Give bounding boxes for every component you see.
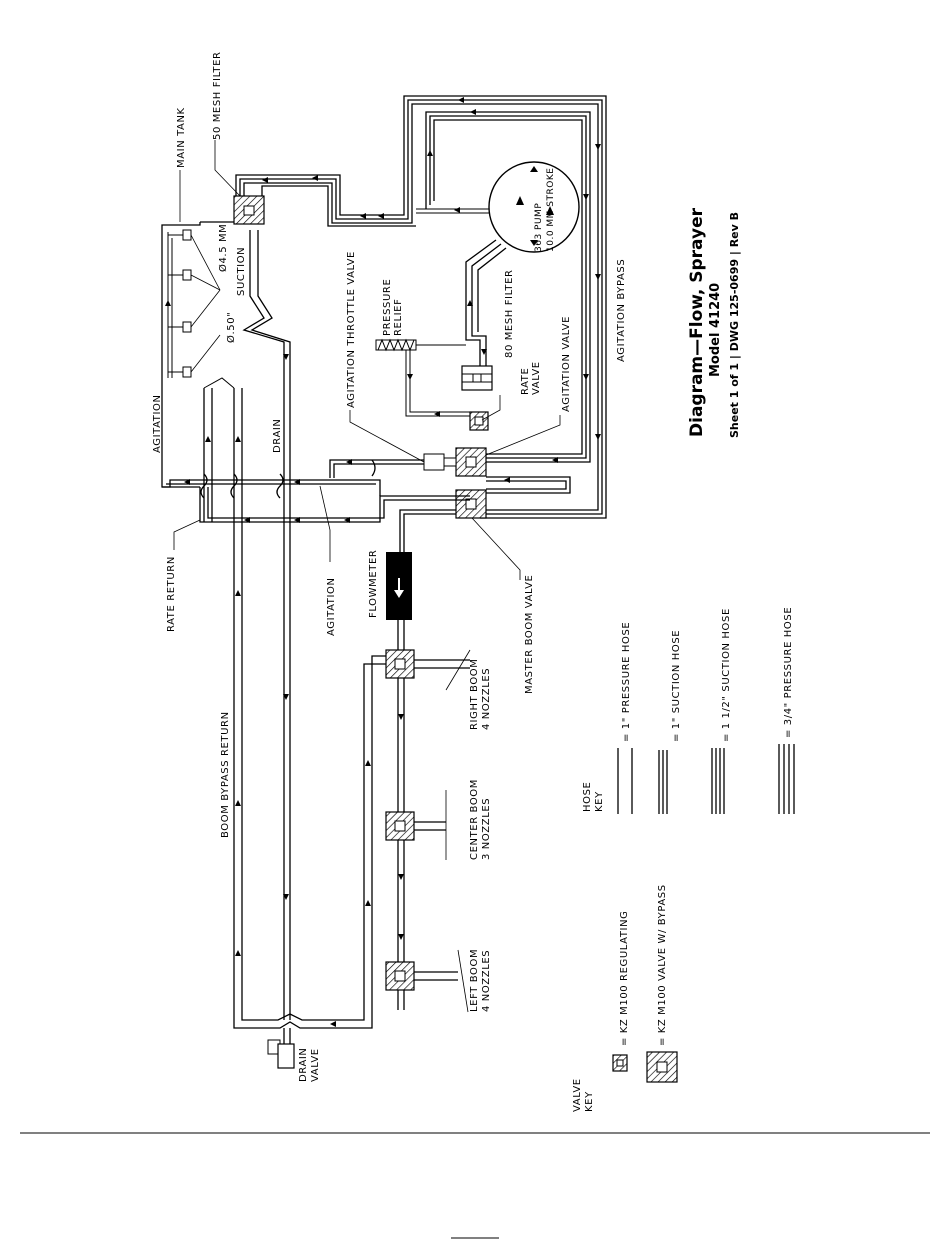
label-drain: DRAIN xyxy=(272,418,283,453)
label-agitation-bypass: AGITATION BYPASS xyxy=(616,259,627,362)
diagram-title: Diagram—Flow, Sprayer xyxy=(687,207,707,437)
valve-symbol-with-bypass xyxy=(646,1051,678,1083)
label-left-boom-1: LEFT BOOM xyxy=(469,949,480,1012)
label-pressure-relief-2: RELIEF xyxy=(393,299,404,336)
label-right-boom-1: RIGHT BOOM xyxy=(469,658,480,730)
valve-key-heading-2: KEY xyxy=(584,1091,595,1112)
center-boom-valve xyxy=(385,790,447,860)
rate-return-line xyxy=(162,479,470,523)
label-flowmeter: FLOWMETER xyxy=(368,550,379,618)
label-suction: SUCTION xyxy=(236,247,247,296)
right-boom-valve xyxy=(385,649,471,691)
pressure-relief-valve xyxy=(375,338,470,417)
label-right-boom-2: 4 NOZZLES xyxy=(481,668,492,730)
diagram-labels: MAIN TANK 50 MESH FILTER Ø4.5 MM SUCTION… xyxy=(152,51,627,1082)
agitation-return-line xyxy=(329,459,424,478)
pump-label-line1: 363 PUMP xyxy=(534,203,544,252)
valve-key-item-2: = KZ M100 VALVE W/ BYPASS xyxy=(657,884,668,1046)
pressure-line-pump xyxy=(465,239,507,368)
flow-arrows xyxy=(165,97,601,1027)
label-rate-valve-1: RATE xyxy=(520,368,531,395)
hose-swatch-1-5in-suction xyxy=(711,748,725,814)
agitation-throttle-valve xyxy=(423,453,457,471)
label-agitation-tank: AGITATION xyxy=(152,394,163,453)
label-agitation-return: AGITATION xyxy=(326,577,337,636)
left-boom-valve xyxy=(385,949,469,1013)
hose-key-heading-2: KEY xyxy=(594,791,605,812)
hose-key-item-4: = 3/4" PRESSURE HOSE xyxy=(783,607,794,738)
leader-lines xyxy=(173,140,561,580)
model-number: Model 41240 xyxy=(708,283,723,377)
tank-nozzles xyxy=(167,229,221,378)
rate-valve xyxy=(469,411,489,431)
valve-key-heading-1: VALVE xyxy=(572,1078,583,1112)
label-boom-bypass-return: BOOM BYPASS RETURN xyxy=(220,711,231,838)
valve-key-item-1: = KZ M100 REGULATING xyxy=(619,910,630,1046)
sheet-info: Sheet 1 of 1 | DWG 125-0699 | Rev B xyxy=(728,212,741,438)
hose-key: HOSE KEY = 1" PRESSURE HOSE = 1" SUCTION… xyxy=(582,607,795,814)
label-center-boom-1: CENTER BOOM xyxy=(469,779,480,860)
label-pressure-relief-1: PRESSURE xyxy=(382,279,393,336)
suction-line xyxy=(235,95,607,519)
label-rate-return: RATE RETURN xyxy=(166,556,177,632)
master-boom-valve xyxy=(455,489,487,519)
agitation-valve xyxy=(455,447,487,477)
label-drain-valve-1: DRAIN xyxy=(298,1047,309,1082)
label-agitation-valve: AGITATION VALVE xyxy=(561,316,572,412)
filter-80-mesh xyxy=(461,365,493,391)
hose-key-item-3: = 1 1/2" SUCTION HOSE xyxy=(721,608,732,742)
flowmeter xyxy=(386,509,456,1010)
pump-label-line2: 10.0 MM STROKE xyxy=(546,168,556,252)
hose-swatch-3-4in-pressure xyxy=(778,744,795,814)
label-50-mesh-filter: 50 MESH FILTER xyxy=(212,51,223,140)
label-master-boom-valve: MASTER BOOM VALVE xyxy=(524,575,535,694)
label-agitation-throttle-valve: AGITATION THROTTLE VALVE xyxy=(346,251,357,408)
pump: 363 PUMP 10.0 MM STROKE xyxy=(488,161,580,253)
label-left-boom-2: 4 NOZZLES xyxy=(481,950,492,1012)
hose-key-item-1: = 1" PRESSURE HOSE xyxy=(621,622,632,742)
label-rate-valve-2: VALVE xyxy=(531,361,542,395)
title-block: Diagram—Flow, Sprayer Model 41240 Sheet … xyxy=(687,207,741,438)
drain-line xyxy=(242,230,291,1020)
valve-symbol-regulating xyxy=(612,1054,628,1072)
hose-swatch-1in-pressure xyxy=(617,748,633,814)
hose-key-heading-1: HOSE xyxy=(582,782,593,812)
hose-swatch-1in-suction xyxy=(658,750,668,814)
label-main-tank: MAIN TANK xyxy=(176,107,187,168)
suction-filter-50-mesh xyxy=(233,195,265,225)
label-center-boom-2: 3 NOZZLES xyxy=(481,798,492,860)
pump-bypass-loop xyxy=(416,111,591,494)
boom-bypass-return-line xyxy=(200,377,386,1029)
valve-key: VALVE KEY = KZ M100 REGULATING = KZ M100… xyxy=(572,884,678,1112)
label-drain-valve-2: VALVE xyxy=(310,1048,321,1082)
label-nozzle-45: Ø4.5 MM xyxy=(217,224,229,272)
label-nozzle-50: Ø.50" xyxy=(225,312,237,343)
drain-valve xyxy=(267,1028,295,1069)
label-80-mesh-filter: 80 MESH FILTER xyxy=(504,269,515,358)
main-tank xyxy=(161,221,236,488)
hose-key-item-2: = 1" SUCTION HOSE xyxy=(671,630,682,742)
